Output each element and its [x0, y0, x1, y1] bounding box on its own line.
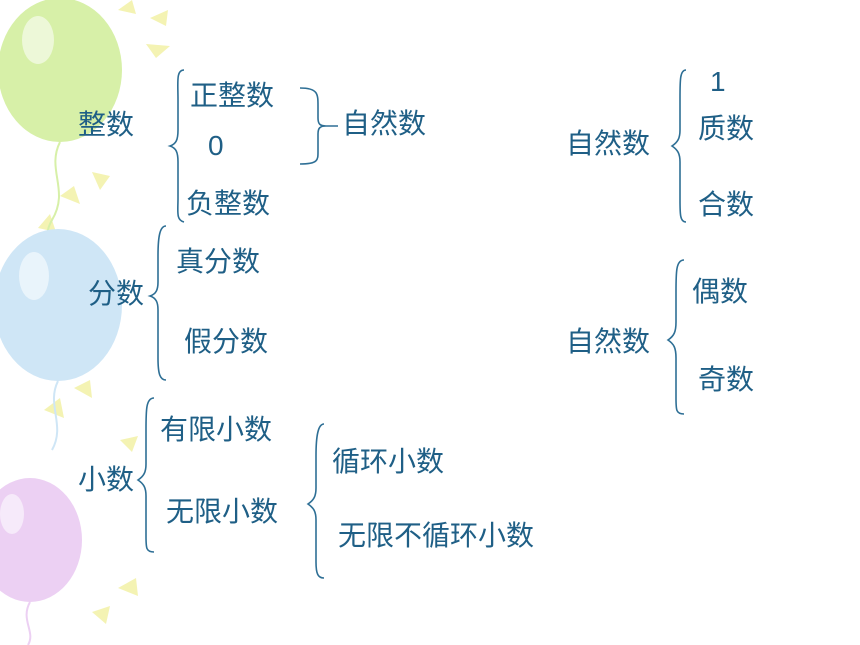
node-infinite-decimal: 无限小数	[166, 495, 279, 528]
ray	[120, 436, 138, 452]
ray	[74, 380, 92, 398]
node-decimal: 小数	[78, 463, 135, 496]
node-proper-fraction: 真分数	[176, 245, 261, 278]
node-finite-decimal: 有限小数	[160, 413, 273, 446]
ray	[150, 10, 168, 26]
ray	[118, 0, 136, 14]
node-one: 1	[710, 66, 726, 97]
ray	[146, 44, 170, 58]
node-natural-1: 自然数	[566, 127, 651, 160]
node-negative-integer: 负整数	[186, 187, 271, 220]
node-even: 偶数	[692, 275, 749, 308]
node-fraction: 分数	[88, 277, 145, 310]
balloon-blue-icon	[0, 229, 122, 451]
node-repeating-decimal: 循环小数	[332, 445, 445, 478]
node-natural-2: 自然数	[566, 325, 651, 358]
ray	[60, 186, 80, 204]
node-positive-integer: 正整数	[190, 79, 275, 112]
ray	[38, 214, 56, 232]
sun-ray-icon	[38, 0, 170, 624]
node-zero: 0	[208, 130, 224, 161]
ray	[118, 578, 138, 596]
node-prime: 质数	[698, 112, 755, 145]
node-natural-group-label: 自然数	[342, 107, 427, 140]
ray	[92, 606, 110, 624]
balloon-purple-icon	[0, 478, 82, 645]
node-odd: 奇数	[698, 363, 755, 396]
node-composite: 合数	[698, 188, 755, 221]
node-integer: 整数	[78, 108, 135, 141]
node-non-repeating-decimal: 无限不循环小数	[338, 519, 535, 552]
ray	[92, 172, 110, 190]
node-improper-fraction: 假分数	[184, 325, 269, 358]
